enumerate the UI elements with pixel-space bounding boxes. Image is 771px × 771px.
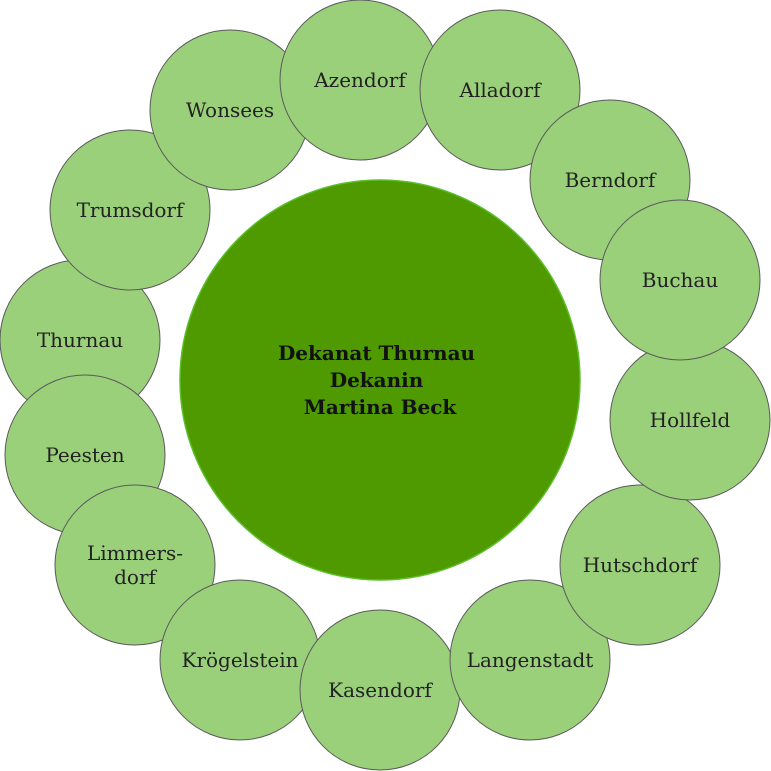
parish-node-wonsees: Wonsees [149,29,311,191]
center-circle [179,179,581,581]
parish-node-limmers-dorf: Limmers-dorf [54,484,216,646]
parish-node-hutschdorf: Hutschdorf [559,484,721,646]
parish-label: Hutschdorf [583,553,699,577]
center-layer: Dekanat Thurnau Dekanin Martina Beck [179,179,581,581]
parish-node-trumsdorf: Trumsdorf [49,129,211,291]
center-line-2: Dekanin [330,368,424,392]
parish-label: Buchau [642,268,719,292]
parish-label: Krögelstein [182,648,299,672]
parish-circle [449,579,611,741]
parish-label: Thurnau [37,328,123,352]
center-label: Dekanat Thurnau Dekanin Martina Beck [278,341,482,419]
parish-label: Wonsees [186,98,274,122]
parish-node-azendorf: Azendorf [279,0,441,161]
parish-label: Azendorf [313,68,407,92]
parish-node-hollfeld: Hollfeld [609,339,771,501]
parish-label: Peesten [45,443,124,467]
center-line-3: Martina Beck [304,395,458,419]
parish-label: Kasendorf [328,678,433,702]
parish-circle [559,484,721,646]
parish-node-krögelstein: Krögelstein [159,579,321,741]
parish-circle [54,484,216,646]
parish-label: Berndorf [565,168,657,192]
parish-circle [49,129,211,291]
parish-label: Alladorf [459,78,543,102]
center-line-1: Dekanat Thurnau [278,341,475,365]
parish-node-thurnau: Thurnau [0,259,161,421]
parish-node-langenstadt: Langenstadt [449,579,611,741]
parish-label: Trumsdorf [77,198,185,222]
parish-label: Hollfeld [650,408,731,432]
parish-node-buchau: Buchau [599,199,761,361]
parish-circle [419,9,581,171]
parish-label: Limmers-dorf [87,541,183,589]
parish-node-kasendorf: Kasendorf [299,609,461,771]
parish-node-alladorf: Alladorf [419,9,581,171]
parish-label: Langenstadt [467,648,594,672]
parish-circle [599,199,761,361]
